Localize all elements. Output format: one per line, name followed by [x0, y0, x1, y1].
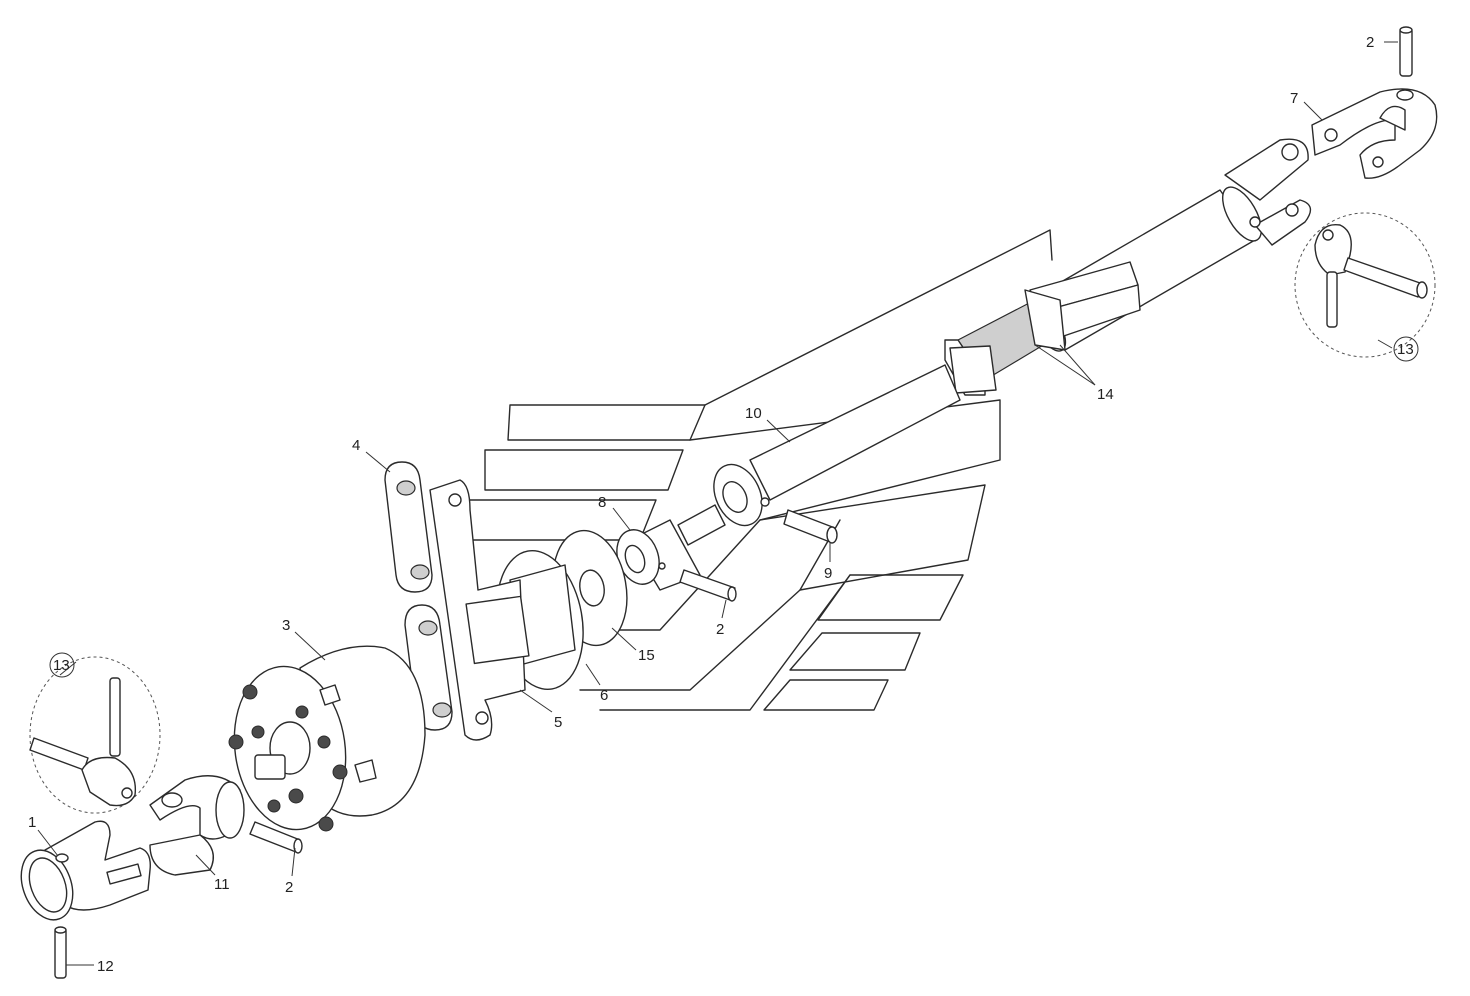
bracket-5: [429, 479, 530, 741]
label-1: 1: [28, 814, 36, 831]
hub-8: [616, 504, 726, 591]
pin-9: [783, 509, 838, 544]
callout-circle-13-upper: [1393, 336, 1419, 362]
label-12: 12: [97, 958, 114, 975]
label-2-middle: 2: [716, 621, 724, 638]
label-13-upper: 13: [1397, 341, 1414, 358]
label-14: 14: [1097, 386, 1114, 403]
inner-tube-10: [713, 364, 961, 527]
label-3: 3: [282, 617, 290, 634]
label-15: 15: [638, 647, 655, 664]
bolt-2-lower: [249, 821, 303, 854]
label-6: 6: [600, 687, 608, 704]
bolt-2-middle: [679, 569, 737, 602]
clutch-housing-3: [228, 645, 426, 832]
part-labels: 1 2 2 2 3 4 5 6 7 8 9 10 11 12 13 13 14 …: [28, 34, 1414, 975]
leader-lines: [37, 41, 1398, 966]
link-plate-4: [384, 461, 453, 731]
detail-13-upper: [1294, 212, 1436, 358]
yoke-7: [1311, 88, 1438, 179]
pin-2-top: [1399, 26, 1413, 77]
label-9: 9: [824, 565, 832, 582]
outer-yoke: [1224, 138, 1312, 246]
label-8: 8: [598, 494, 606, 511]
label-13-lower: 13: [53, 657, 70, 674]
detail-13-lower: [29, 656, 161, 814]
label-11: 11: [214, 876, 230, 893]
guard-cone-14: [944, 289, 1066, 396]
label-4: 4: [352, 437, 360, 454]
label-2-lower: 2: [285, 879, 293, 896]
yoke-1: [20, 820, 151, 921]
pin-12: [54, 926, 67, 979]
label-10: 10: [745, 405, 762, 422]
label-5: 5: [554, 714, 562, 731]
callout-circle-13-lower: [49, 652, 75, 678]
label-7: 7: [1290, 90, 1298, 107]
yoke-11: [149, 775, 245, 876]
label-2-top: 2: [1366, 34, 1374, 51]
